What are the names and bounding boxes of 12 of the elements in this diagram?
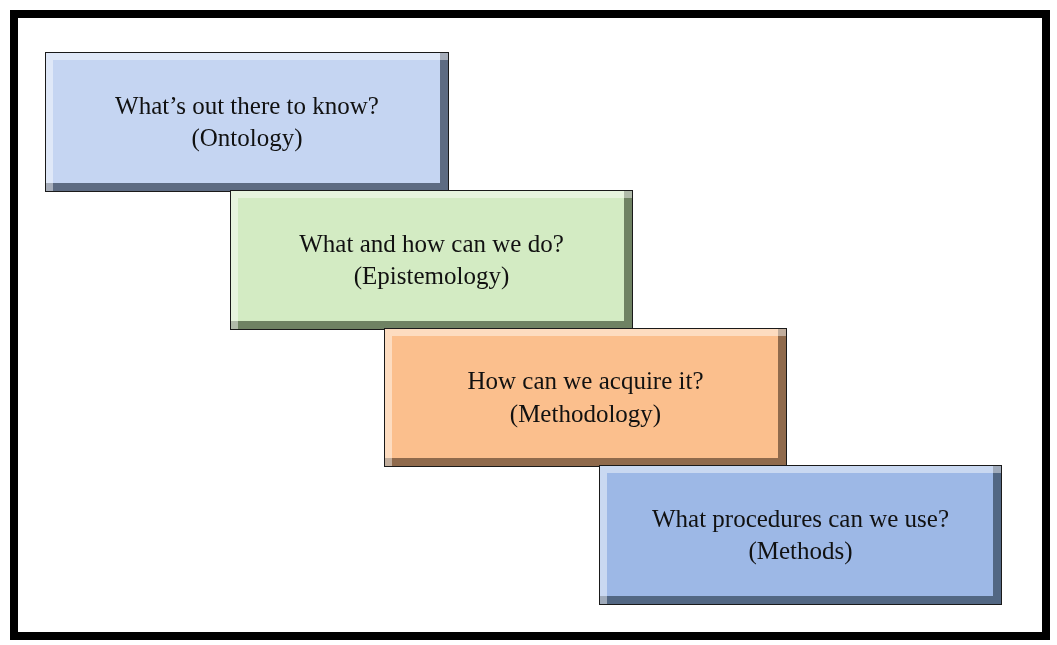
step-box [45, 52, 449, 192]
question-text: What’s out there to know? [115, 90, 379, 121]
step-box [230, 190, 633, 330]
question-text: What and how can we do? [299, 228, 564, 259]
term-text: (Methods) [748, 536, 853, 567]
question-text: How can we acquire it? [467, 366, 704, 396]
step-box [384, 328, 787, 467]
term-text: (Epistemology) [353, 261, 510, 291]
step-box [599, 465, 1002, 605]
term-text: (Ontology) [191, 123, 303, 154]
term-text: (Methodology) [509, 398, 662, 429]
question-text: What procedures can we use? [651, 503, 950, 534]
